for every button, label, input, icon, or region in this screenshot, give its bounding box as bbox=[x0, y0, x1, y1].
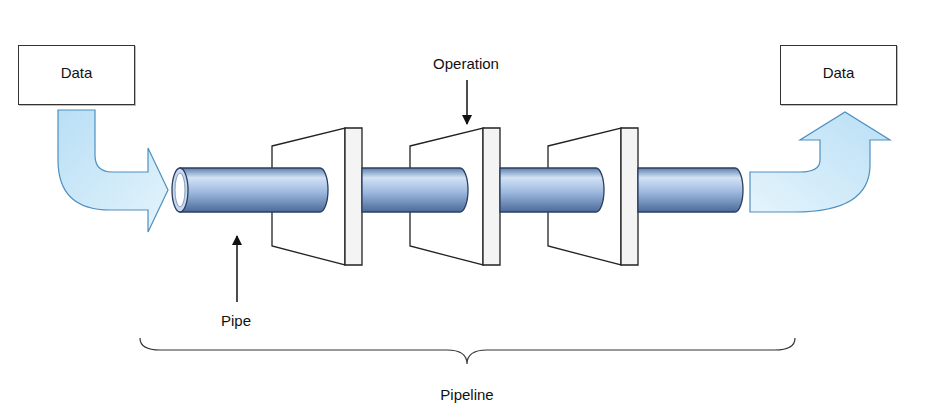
data-box: Data bbox=[780, 45, 897, 105]
pipe-segment bbox=[172, 168, 328, 212]
output-arrow bbox=[750, 112, 890, 212]
plate-side bbox=[621, 128, 638, 265]
pipe-body bbox=[362, 168, 468, 212]
pipe-pointer bbox=[236, 236, 238, 302]
operation-pointer bbox=[466, 80, 468, 124]
plate-side bbox=[345, 128, 362, 265]
pipe-segment bbox=[638, 168, 743, 212]
data-box: Data bbox=[18, 45, 135, 105]
input-arrow bbox=[58, 110, 168, 232]
pipe-body bbox=[180, 168, 328, 212]
pipe-opening bbox=[175, 173, 185, 207]
pipe-segment bbox=[362, 168, 468, 212]
plate-side bbox=[483, 128, 500, 265]
box-text: Data bbox=[781, 46, 896, 81]
pipe-body bbox=[500, 168, 604, 212]
pipeline-label: Pipeline bbox=[438, 386, 495, 403]
pipeline-brace bbox=[140, 338, 795, 364]
pipe-body bbox=[638, 168, 743, 212]
pipe-end bbox=[172, 168, 188, 212]
pipe-segment bbox=[500, 168, 604, 212]
operation-label: Operation bbox=[431, 55, 501, 72]
box-text: Data bbox=[19, 46, 134, 81]
pipe-label: Pipe bbox=[219, 312, 253, 329]
